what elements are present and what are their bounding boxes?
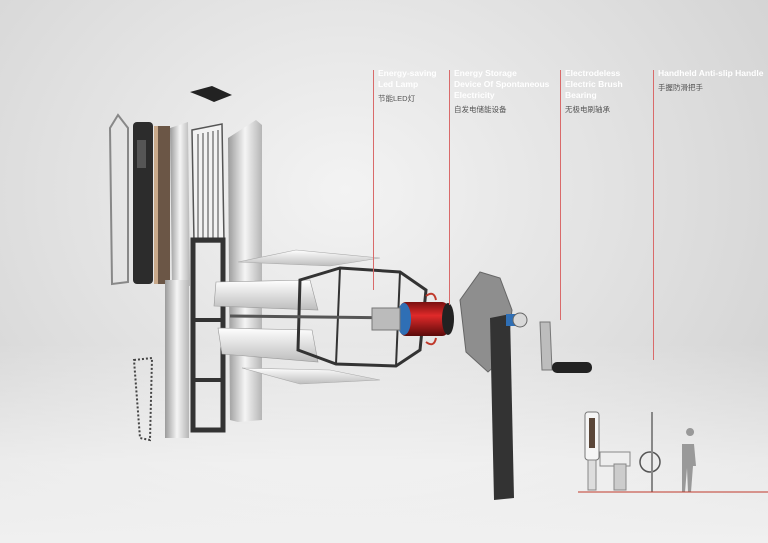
annotation-brush-bearing: Electrodeless Electric Brush Bearing 无极电… [565,68,655,115]
blade-top [237,249,381,267]
annotation-brush-bearing-en: Electrodeless Electric Brush Bearing [565,68,623,100]
annotation-led-lamp: Energy-saving Led Lamp 节能LED灯 [378,68,448,104]
annotation-led-lamp-en: Energy-saving Led Lamp [378,68,437,89]
leader-line-led-lamp [373,70,374,290]
leader-line-brush-bearing [560,70,561,320]
annotation-handle: Handheld Anti-slip Handle 手握防滑把手 [658,68,766,93]
person-silhouette [682,428,696,492]
annotation-handle-en: Handheld Anti-slip Handle [658,68,764,78]
blade-lower [217,327,319,363]
shell-panel [170,122,190,286]
support-post [490,314,514,500]
leader-line-handle [653,70,654,360]
blade-left [213,279,319,311]
annotation-handle-zh: 手握防滑把手 [658,83,703,92]
annotation-energy-storage-en: Energy Storage Device Of Spontaneous Ele… [454,68,550,100]
annotation-energy-storage: Energy Storage Device Of Spontaneous Ele… [454,68,556,115]
main-column [165,280,189,438]
annotation-energy-storage-zh: 自发电储能设备 [454,105,507,114]
top-cap-piece [190,86,232,102]
outer-frame-panel [108,113,129,286]
blade-bottom [241,367,381,385]
floor-gradient [0,343,768,543]
curved-panel [228,120,262,422]
ladder-frame [190,237,226,433]
annotation-brush-bearing-zh: 无极电刷轴承 [565,105,610,114]
leader-line-energy-storage [449,70,450,305]
cage-frame [296,266,428,368]
annotation-led-lamp-zh: 节能LED灯 [378,94,416,103]
crank-handle [552,362,592,373]
crank-arm [539,321,553,371]
spring-coil [132,356,154,442]
generator-body [400,302,448,336]
